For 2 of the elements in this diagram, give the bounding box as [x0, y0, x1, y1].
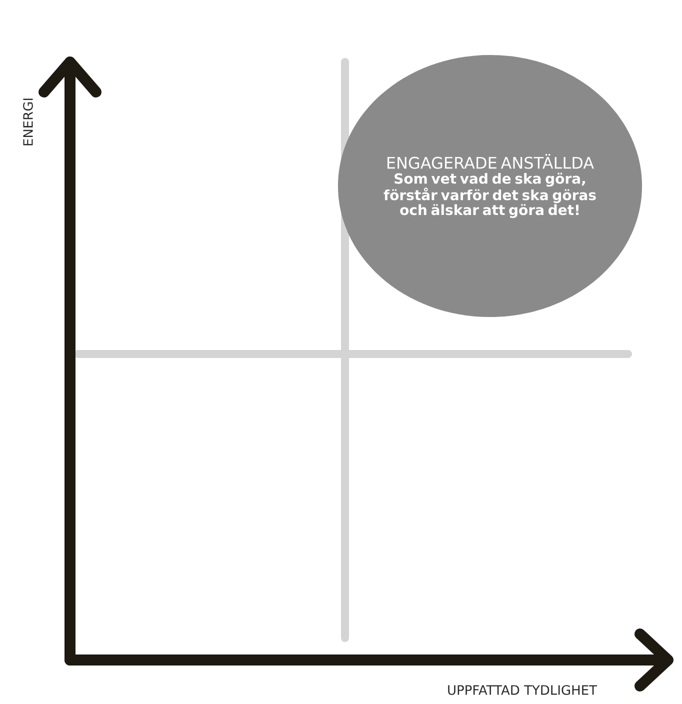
axis-label: UPPFATTAD TYDLIGHET	[448, 685, 598, 695]
axis-label: ENERGI	[23, 98, 33, 146]
